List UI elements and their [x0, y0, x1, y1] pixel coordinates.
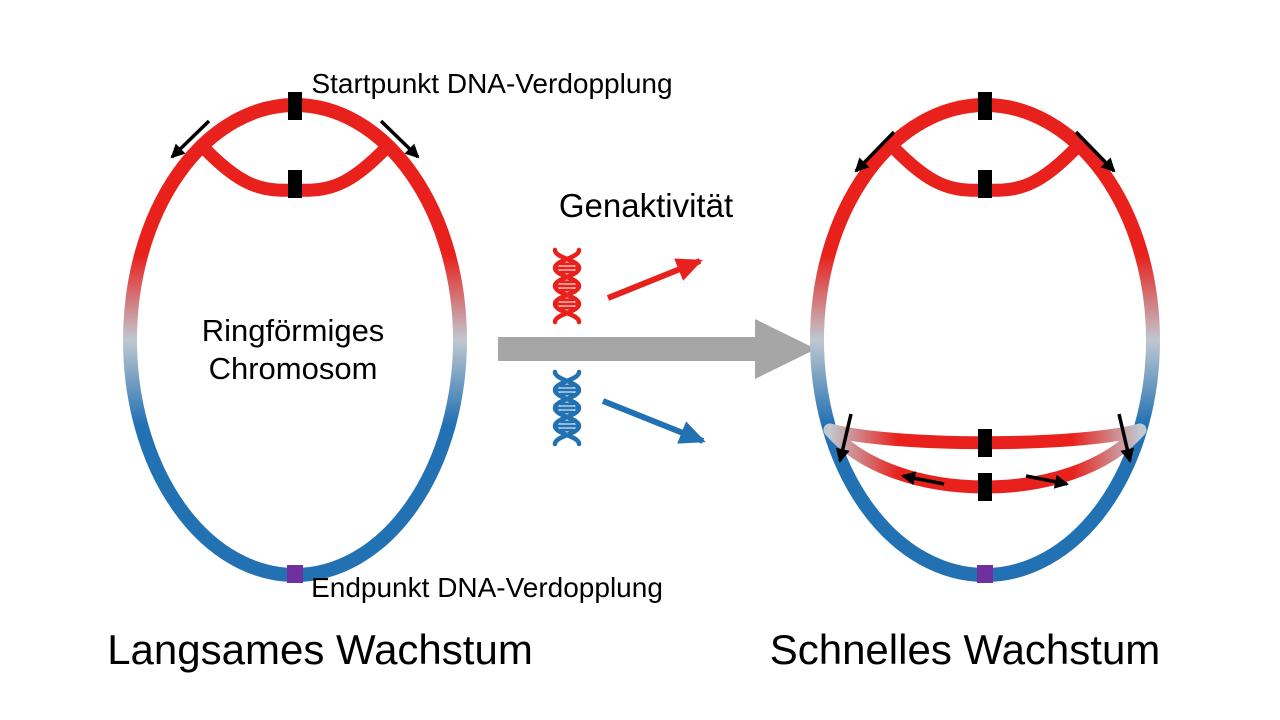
- start-point-label: Startpunkt DNA-Verdopplung: [311, 68, 672, 99]
- left-replication-direction-arrow-left: [170, 119, 211, 159]
- gene-activity-panel: Genaktivität: [498, 187, 816, 447]
- right-origin-marker-outer-icon: [978, 92, 992, 120]
- dna-helix-blue-icon: [552, 369, 582, 447]
- right-replication-direction-arrow-top-right: [1074, 130, 1116, 173]
- fast-growth-caption: Schnelles Wachstum: [770, 626, 1161, 673]
- slow-growth-caption: Langsames Wachstum: [107, 626, 533, 673]
- right-lower-origin-marker-upper-icon: [978, 429, 992, 457]
- gene-activity-down-arrow: [601, 398, 706, 444]
- gene-activity-title: Genaktivität: [559, 187, 733, 224]
- end-point-label: Endpunkt DNA-Verdopplung: [311, 572, 663, 603]
- right-chromosome: [810, 92, 1160, 583]
- left-replication-direction-arrow-right: [379, 119, 420, 159]
- left-origin-marker-inner-icon: [288, 170, 302, 198]
- chromosome-label-line1: Ringförmiges: [202, 313, 385, 348]
- right-replication-direction-arrow-top-left: [854, 130, 896, 173]
- left-chromosome: Ringförmiges Chromosom: [123, 92, 467, 583]
- right-replication-direction-arrow-mid-left: [835, 413, 853, 463]
- right-terminus-marker-icon: [977, 565, 993, 583]
- right-lower-bubble-arrow-right: [1025, 474, 1069, 489]
- right-origin-marker-inner-icon: [978, 170, 992, 198]
- growth-transition-arrow: [498, 319, 816, 379]
- chromosome-label-line2: Chromosom: [209, 351, 378, 386]
- right-lower-bubble-arrow-left: [901, 471, 945, 486]
- left-terminus-marker-icon: [287, 565, 303, 583]
- left-origin-marker-outer-icon: [288, 92, 302, 120]
- right-replication-direction-arrow-mid-right: [1117, 413, 1135, 463]
- gene-activity-up-arrow: [606, 258, 703, 301]
- dna-helix-red-icon: [552, 247, 582, 325]
- right-lower-origin-marker-lower-icon: [978, 473, 992, 501]
